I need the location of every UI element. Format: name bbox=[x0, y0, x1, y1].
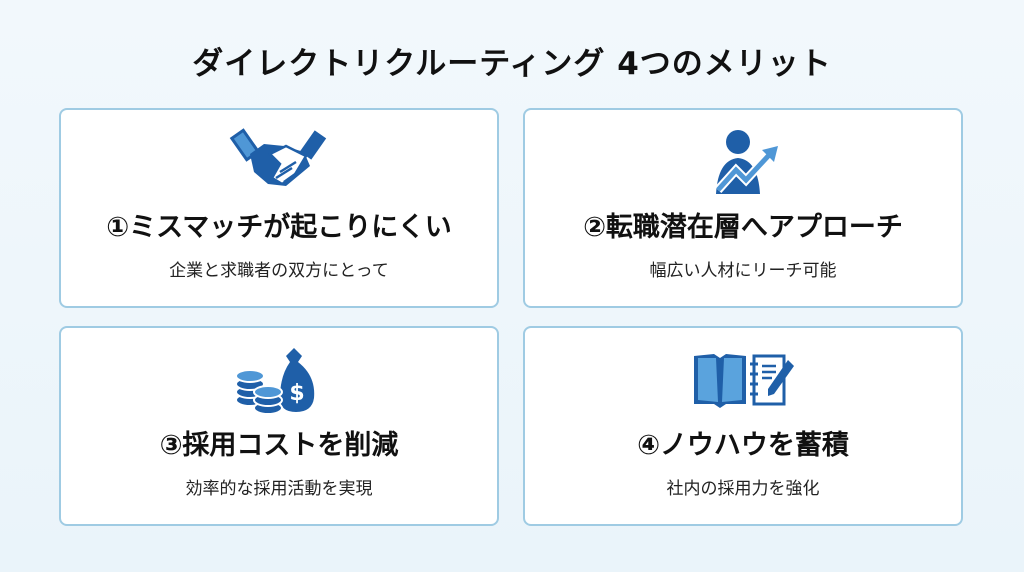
card-subtext: 社内の採用力を強化 bbox=[666, 479, 820, 499]
card-subtext: 効率的な採用活動を実現 bbox=[185, 479, 373, 499]
card-heading: ①ミスマッチが起こりにくい bbox=[106, 212, 452, 243]
merit-card-approach: ②転職潜在層へアプローチ 幅広い人材にリーチ可能 bbox=[523, 108, 963, 308]
person-growth-icon bbox=[714, 130, 778, 194]
svg-text:$: $ bbox=[289, 381, 304, 406]
book-notebook-icon bbox=[694, 354, 794, 408]
merit-card-knowhow: ④ノウハウを蓄積 社内の採用力を強化 bbox=[523, 326, 963, 526]
card-heading: ④ノウハウを蓄積 bbox=[637, 430, 849, 461]
handshake-icon bbox=[229, 128, 327, 186]
merit-card-cost: $ ③採用コストを削減 効率的な採用活動を実現 bbox=[59, 326, 499, 526]
card-subtext: 企業と求職者の双方にとって bbox=[169, 261, 389, 281]
card-heading: ③採用コストを削減 bbox=[159, 430, 399, 461]
merit-card-mismatch: ①ミスマッチが起こりにくい 企業と求職者の双方にとって bbox=[59, 108, 499, 308]
money-coins-icon: $ bbox=[235, 348, 315, 415]
card-subtext: 幅広い人材にリーチ可能 bbox=[649, 261, 837, 281]
card-heading: ②転職潜在層へアプローチ bbox=[583, 212, 903, 243]
page-title: ダイレクトリクルーティング 4つのメリット bbox=[192, 46, 832, 82]
